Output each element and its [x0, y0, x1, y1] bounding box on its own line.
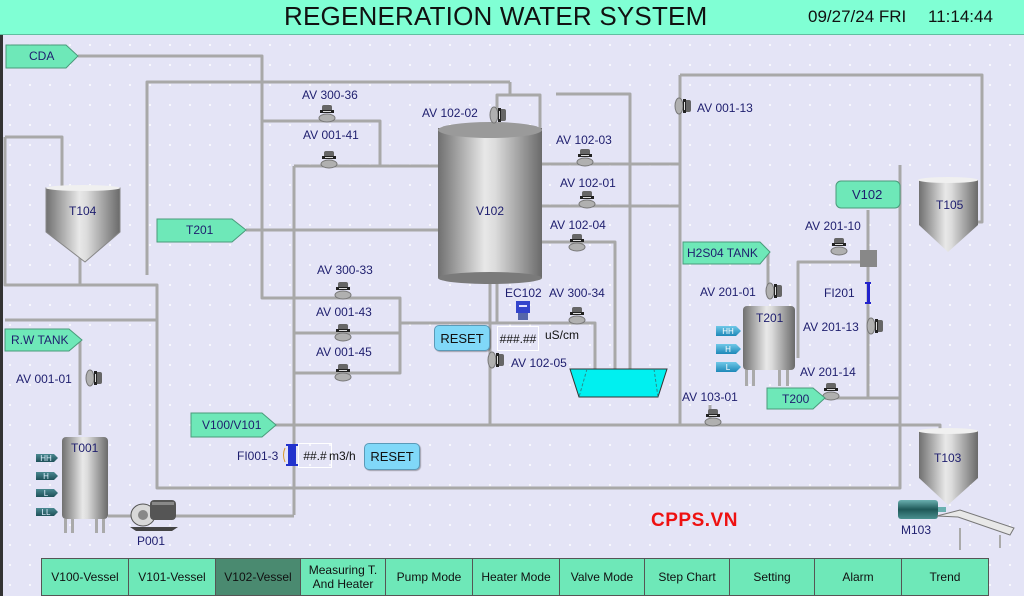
tag-t201-shape: [156, 218, 247, 243]
valve-av-001-01-label[interactable]: AV 001-01: [16, 372, 72, 386]
date-display: 09/27/24 FRI: [808, 7, 907, 26]
nav-v101-vessel[interactable]: V101-Vessel: [129, 559, 216, 595]
level-switches-t001: [36, 454, 58, 516]
valve-av-102-04-label[interactable]: AV 102-04: [550, 218, 606, 232]
fi201-icon: [865, 282, 871, 304]
nav-v100-vessel[interactable]: V100-Vessel: [42, 559, 129, 595]
tag-rw-tank[interactable]: R.W TANK: [11, 333, 69, 347]
valve-av-201-14-label[interactable]: AV 201-14: [800, 365, 856, 379]
valve-av-201-01-label[interactable]: AV 201-01: [700, 285, 756, 299]
nav-heater-mode[interactable]: Heater Mode: [473, 559, 560, 595]
tag-cda-shape: [5, 44, 79, 69]
fi201-label: FI201: [824, 286, 855, 300]
t201-level-hh: HH: [722, 326, 734, 336]
tank-t105-shape: [918, 177, 978, 252]
t001-level-ll: LL: [41, 507, 51, 517]
vessel-v102-shape: [438, 122, 542, 284]
valve-av-001-13-label[interactable]: AV 001-13: [697, 101, 753, 115]
tank-t201-shape: [743, 306, 795, 386]
nav-trend[interactable]: Trend: [902, 559, 988, 595]
t001-level-l: L: [43, 488, 49, 498]
valve-av-103-01-label[interactable]: AV 103-01: [682, 390, 738, 404]
left-border: [0, 35, 3, 596]
t001-level-hh: HH: [40, 453, 52, 463]
page-title: REGENERATION WATER SYSTEM: [284, 1, 708, 31]
tank-t103-label: T103: [934, 451, 962, 465]
tag-v102-shape: [835, 180, 901, 209]
ec102-unit: uS/cm: [545, 328, 580, 342]
motor-m103-label: M103: [901, 523, 932, 537]
valve-av-201-13-label[interactable]: AV 201-13: [803, 320, 859, 334]
title-bar: REGENERATION WATER SYSTEM 09/27/24 FRI 1…: [0, 0, 1024, 35]
fi001-3-reset-button[interactable]: RESET: [364, 443, 420, 470]
nav-step-chart[interactable]: Step Chart: [645, 559, 730, 595]
ec102-value: ###.##: [497, 326, 539, 351]
nav-valve-mode[interactable]: Valve Mode: [560, 559, 645, 595]
fi001-3-label: FI001-3: [237, 449, 279, 463]
fi001-3-unit: m3/h: [329, 449, 356, 463]
basin-shape: [569, 368, 668, 398]
tank-t104-shape: [45, 185, 121, 263]
motor-m103-icon: [898, 500, 946, 519]
valve-av-102-05-label[interactable]: AV 102-05: [511, 356, 567, 370]
nav-pump-mode[interactable]: Pump Mode: [386, 559, 473, 595]
bottom-nav: V100-Vessel V101-Vessel V102-Vessel Meas…: [41, 558, 989, 596]
valve-av-102-02-label[interactable]: AV 102-02: [422, 106, 478, 120]
nav-alarm[interactable]: Alarm: [815, 559, 902, 595]
ec102-label: EC102: [505, 286, 542, 300]
tag-t200[interactable]: T200: [782, 392, 810, 406]
tag-h2so4-tank[interactable]: H2S04 TANK: [687, 246, 758, 260]
fi001-3-icon: [283, 444, 298, 466]
tag-t200-shape: [766, 387, 826, 410]
tag-cda[interactable]: CDA: [29, 49, 55, 63]
valve-av-300-36-label[interactable]: AV 300-36: [302, 88, 358, 102]
ec102-reset-button[interactable]: RESET: [434, 325, 490, 351]
valve-av-001-41-label[interactable]: AV 001-41: [303, 128, 359, 142]
tank-t001-shape: [62, 437, 108, 533]
valve-av-001-43-label[interactable]: AV 001-43: [316, 305, 372, 319]
pump-p001-icon: [130, 500, 178, 531]
pump-p001-label: P001: [137, 534, 166, 548]
tank-t104-label: T104: [69, 204, 97, 218]
valve-av-300-33-label[interactable]: AV 300-33: [317, 263, 373, 277]
t001-level-h: H: [43, 471, 49, 481]
tag-t201[interactable]: T201: [186, 223, 214, 237]
tag-v100-v101[interactable]: V100/V101: [202, 418, 262, 432]
tank-t105-label: T105: [936, 198, 964, 212]
valve-av-300-34-label[interactable]: AV 300-34: [549, 286, 605, 300]
nav-setting[interactable]: Setting: [730, 559, 815, 595]
conveyor-icon: [936, 509, 1015, 550]
valve-av-001-45-label[interactable]: AV 001-45: [316, 345, 372, 359]
valve-av-102-03-label[interactable]: AV 102-03: [556, 133, 612, 147]
tank-t103-shape: [918, 428, 978, 505]
tag-rw-tank-shape: [4, 328, 83, 352]
valve-av-201-10-label[interactable]: AV 201-10: [805, 219, 861, 233]
tag-v102[interactable]: V102: [852, 187, 883, 202]
nav-measuring-t-heater[interactable]: Measuring T. And Heater: [301, 559, 386, 595]
level-switches-t201: [716, 326, 741, 372]
vessel-v102-label: V102: [476, 204, 505, 218]
nav-v102-vessel[interactable]: V102-Vessel: [216, 559, 301, 595]
fi001-3-value: ##.#: [298, 443, 332, 468]
tag-h2so4-shape: [682, 241, 771, 265]
tank-t201-label: T201: [756, 311, 784, 325]
t201-level-l: L: [725, 362, 731, 372]
brand-watermark: CPPS.VN: [651, 510, 738, 531]
time-display: 11:14:44: [928, 7, 993, 26]
tank-t001-label: T001: [71, 441, 99, 455]
valve-av-102-01-label[interactable]: AV 102-01: [560, 176, 616, 190]
tag-v100-v101-shape: [190, 412, 277, 438]
ec102-icon: [516, 301, 530, 320]
mixer-junction: [860, 250, 877, 267]
t201-level-h: H: [725, 344, 731, 354]
